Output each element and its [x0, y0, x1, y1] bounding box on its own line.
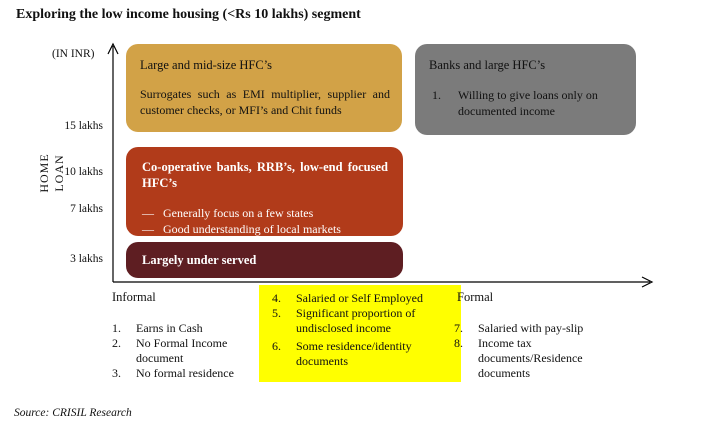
coop-item-2: — Good understanding of local markets	[142, 221, 341, 236]
banks-item-number: 1.	[432, 88, 441, 102]
list-item: 7.Salaried with pay-slip	[454, 321, 584, 335]
list-item: 5.Significant proportion of undisclosed …	[272, 306, 416, 335]
list-item: 3.No formal residence	[112, 366, 234, 380]
banks-large-hfc-box: Banks and large HFC’s 1. Willing to give…	[415, 44, 636, 135]
list-item: 2.No Formal Income document	[112, 336, 228, 365]
dash-bullet: —	[142, 222, 163, 236]
middle-segment-highlight	[259, 285, 461, 382]
underserved-box: Largely under served	[126, 242, 403, 278]
coop-item-1: — Generally focus on a few states	[142, 205, 313, 221]
formal-list: 7.Salaried with pay-slip 8.Income tax do…	[454, 321, 614, 381]
cooperative-banks-box: Co-operative banks, RRB’s, low-end focus…	[126, 147, 403, 236]
cooperative-banks-title: Co-operative banks, RRB’s, low-end focus…	[142, 160, 388, 190]
large-mid-hfc-text: Surrogates such as EMI multiplier, suppl…	[140, 87, 390, 117]
list-item: 1.Earns in Cash	[112, 321, 203, 335]
informal-label: Informal	[112, 290, 156, 304]
coop-item-1-text: Generally focus on a few states	[163, 206, 314, 220]
banks-item-text: Willing to give loans only on documented…	[458, 88, 598, 118]
y-tick-10-lakhs: 10 lakhs	[64, 166, 103, 178]
page-title: Exploring the low income housing (<Rs 10…	[16, 7, 361, 22]
y-axis-unit: (IN INR)	[52, 48, 95, 60]
coop-item-2-text: Good understanding of local markets	[163, 222, 341, 236]
banks-large-hfc-title: Banks and large HFC’s	[429, 58, 546, 72]
large-mid-hfc-box: Large and mid-size HFC’s Surrogates such…	[126, 44, 402, 132]
dash-bullet: —	[142, 206, 163, 220]
large-mid-hfc-title: Large and mid-size HFC’s	[140, 58, 273, 72]
informal-list: 1.Earns in Cash 2.No Formal Income docum…	[112, 321, 262, 381]
y-tick-7-lakhs: 7 lakhs	[70, 203, 103, 215]
source-note: Source: CRISIL Research	[14, 407, 132, 419]
underserved-title: Largely under served	[142, 253, 257, 267]
list-item: 4.Salaried or Self Employed	[272, 291, 423, 305]
y-tick-3-lakhs: 3 lakhs	[70, 253, 103, 265]
y-tick-15-lakhs: 15 lakhs	[64, 120, 103, 132]
list-item: 8.Income tax documents/Residence documen…	[454, 336, 583, 380]
list-item: 6.Some residence/identity documents	[272, 339, 412, 368]
middle-list: 4.Salaried or Self Employed 5.Significan…	[272, 291, 458, 369]
formal-label: Formal	[457, 290, 494, 304]
